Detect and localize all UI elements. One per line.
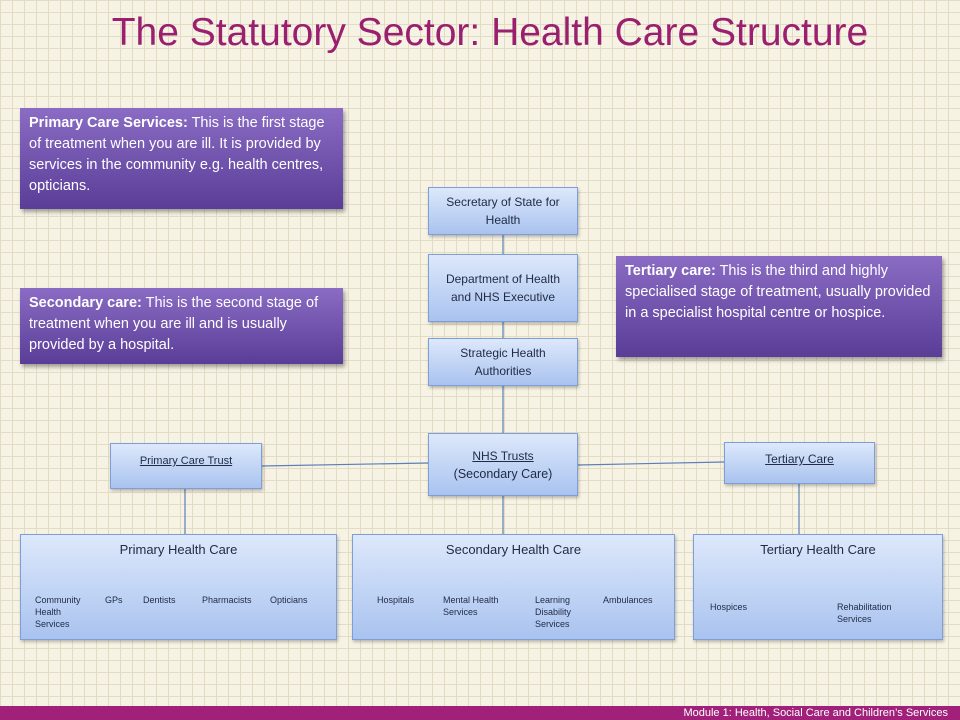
secondary-item-ambulances: Ambulances bbox=[603, 595, 653, 605]
tertiary-care-info-heading: Tertiary care: bbox=[625, 263, 716, 279]
group-primary-health-care: Primary Health Care Community Health Ser… bbox=[20, 534, 337, 640]
tertiary-care-info-box: Tertiary care: This is the third and hig… bbox=[616, 256, 942, 357]
footer-bar: Module 1: Health, Social Care and Childr… bbox=[0, 706, 960, 720]
tertiary-item-hospices: Hospices bbox=[710, 602, 748, 612]
primary-item-gps: GPs bbox=[105, 595, 123, 605]
tertiary-care-info-body: This is the third and highly specialised… bbox=[625, 263, 931, 321]
secondary-care-info-body: This is the second stage of treatment wh… bbox=[29, 295, 319, 353]
primary-care-info-body: This is the first stage of treatment whe… bbox=[29, 115, 325, 194]
connector-nhs-primary-trust bbox=[261, 462, 429, 467]
node-department-of-health: Department of Health and NHS Executive bbox=[428, 254, 578, 322]
primary-item-opticians: Opticians bbox=[270, 595, 308, 605]
primary-item-community: Community Health Services bbox=[35, 595, 81, 629]
node-tertiary-care: Tertiary Care bbox=[724, 442, 875, 484]
group-secondary-title: Secondary Health Care bbox=[445, 542, 582, 557]
node-strategic-label: Strategic Health Authorities bbox=[460, 346, 546, 378]
node-primary-care-trust-label: Primary Care Trust bbox=[139, 455, 233, 467]
group-primary-title: Primary Health Care bbox=[119, 542, 238, 557]
secondary-item-hospitals: Hospitals bbox=[377, 595, 415, 605]
node-tertiary-care-label: Tertiary Care bbox=[765, 452, 834, 466]
primary-care-info-box: Primary Care Services: This is the first… bbox=[20, 108, 343, 209]
node-nhs-trusts: NHS Trusts (Secondary Care) bbox=[428, 433, 578, 496]
group-tertiary-title: Tertiary Health Care bbox=[760, 542, 876, 557]
footer-module-label: Module 1: Health, Social Care and Childr… bbox=[683, 707, 948, 719]
group-secondary-health-care: Secondary Health Care Hospitals Mental H… bbox=[352, 534, 675, 640]
secondary-care-info-box: Secondary care: This is the second stage… bbox=[20, 288, 343, 364]
page-title: The Statutory Sector: Health Care Struct… bbox=[111, 11, 869, 54]
secondary-item-learning-disability: Learning Disability Services bbox=[535, 595, 572, 629]
secondary-care-info-heading: Secondary care: bbox=[29, 295, 142, 311]
node-primary-care-trust: Primary Care Trust bbox=[110, 443, 262, 489]
node-secretary-label: Secretary of State for Health bbox=[446, 195, 560, 227]
node-strategic-health-authorities: Strategic Health Authorities bbox=[428, 338, 578, 386]
tertiary-item-rehabilitation: Rehabilitation Services bbox=[837, 602, 892, 624]
connector-nhs-tertiary bbox=[577, 461, 725, 466]
primary-item-dentists: Dentists bbox=[143, 595, 176, 605]
group-tertiary-health-care: Tertiary Health Care Hospices Rehabilita… bbox=[693, 534, 943, 640]
secondary-item-mental-health: Mental Health Services bbox=[443, 595, 499, 617]
node-nhs-trusts-label: NHS Trusts bbox=[472, 448, 534, 463]
primary-item-pharmacists: Pharmacists bbox=[202, 595, 252, 605]
node-department-label: Department of Health and NHS Executive bbox=[445, 272, 561, 304]
primary-care-info-heading: Primary Care Services: bbox=[29, 115, 188, 131]
node-secretary-of-state: Secretary of State for Health bbox=[428, 187, 578, 235]
node-nhs-trusts-sub-label: (Secondary Care) bbox=[453, 466, 553, 481]
